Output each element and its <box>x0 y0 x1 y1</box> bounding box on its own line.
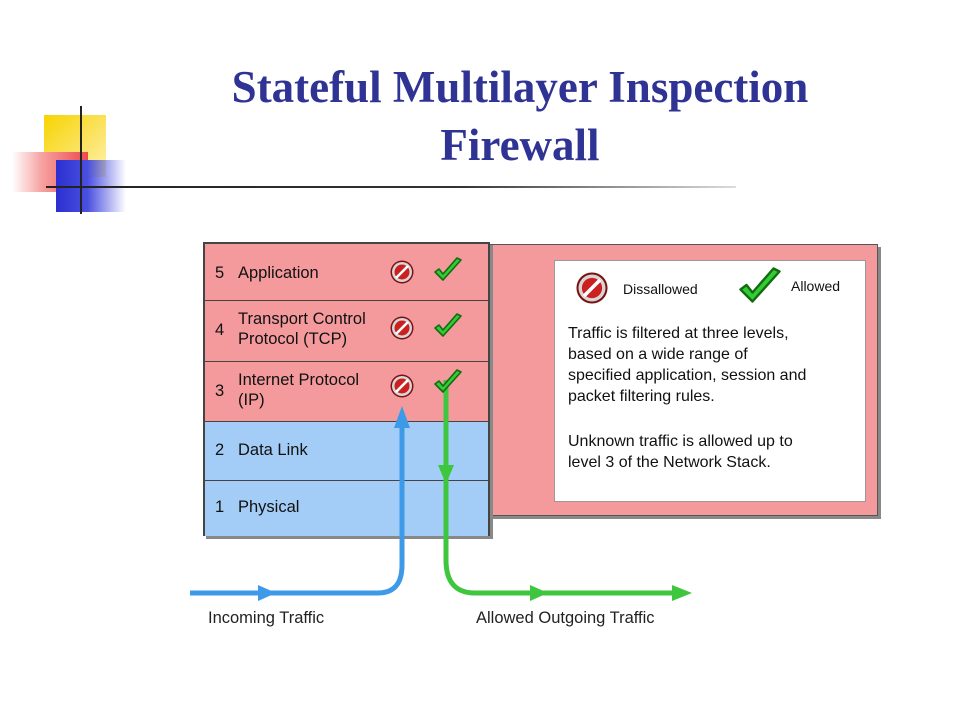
description-line: specified application, session and <box>568 367 807 384</box>
decor-vertical-line <box>80 106 82 214</box>
layer-3-internet: 3 Internet Protocol (IP) <box>205 362 488 422</box>
description-line: based on a wide range of <box>568 346 748 363</box>
layer-name-line-2: (IP) <box>238 391 265 409</box>
layer-name: Application <box>238 264 319 282</box>
description-line: level 3 of the Network Stack. <box>568 454 771 471</box>
layer-name-line-1: Transport Control <box>238 310 366 328</box>
slide-title: Stateful Multilayer Inspection Firewall <box>150 58 890 174</box>
description-paragraph-2: Unknown traffic is allowed up to level 3… <box>568 431 793 473</box>
layer-number: 2 <box>215 441 225 459</box>
legend-disallowed-icon <box>574 270 610 306</box>
layer-number: 3 <box>215 382 225 400</box>
layer-name-line-1: Internet Protocol <box>238 371 360 389</box>
network-stack: 5 Application 4 Transport Control Protoc… <box>203 242 490 536</box>
legend-disallowed-label: Dissallowed <box>623 281 698 297</box>
description-paragraph-1: Traffic is filtered at three levels, bas… <box>568 323 806 407</box>
outgoing-traffic-label: Allowed Outgoing Traffic <box>476 609 655 627</box>
disallowed-icon <box>389 259 415 285</box>
layer-name: Data Link <box>238 441 308 459</box>
slide-title-line-2: Firewall <box>440 120 600 170</box>
allowed-icon <box>434 257 462 281</box>
disallowed-icon <box>389 315 415 341</box>
allowed-outgoing-arrow <box>438 380 692 601</box>
legend-allowed-label: Allowed <box>791 278 841 294</box>
title-underline <box>46 186 736 188</box>
allowed-icon <box>434 313 462 337</box>
layer-name: Physical <box>238 498 300 516</box>
layer-number: 5 <box>215 264 225 282</box>
layer-name-line-2: Protocol (TCP) <box>238 330 348 348</box>
disallowed-icon <box>389 373 415 399</box>
layer-number: 4 <box>215 321 225 339</box>
incoming-traffic-arrow <box>190 406 410 601</box>
incoming-traffic-label: Incoming Traffic <box>208 609 325 627</box>
description-line: Traffic is filtered at three levels, <box>568 325 789 342</box>
slide-title-line-1: Stateful Multilayer Inspection <box>231 62 809 112</box>
layer-number: 1 <box>215 498 225 516</box>
description-panel <box>554 260 866 502</box>
description-line: packet filtering rules. <box>568 388 715 405</box>
legend-allowed-icon <box>739 267 781 303</box>
layer-1-physical: 1 Physical <box>205 481 488 536</box>
description-line: Unknown traffic is allowed up to <box>568 433 793 450</box>
